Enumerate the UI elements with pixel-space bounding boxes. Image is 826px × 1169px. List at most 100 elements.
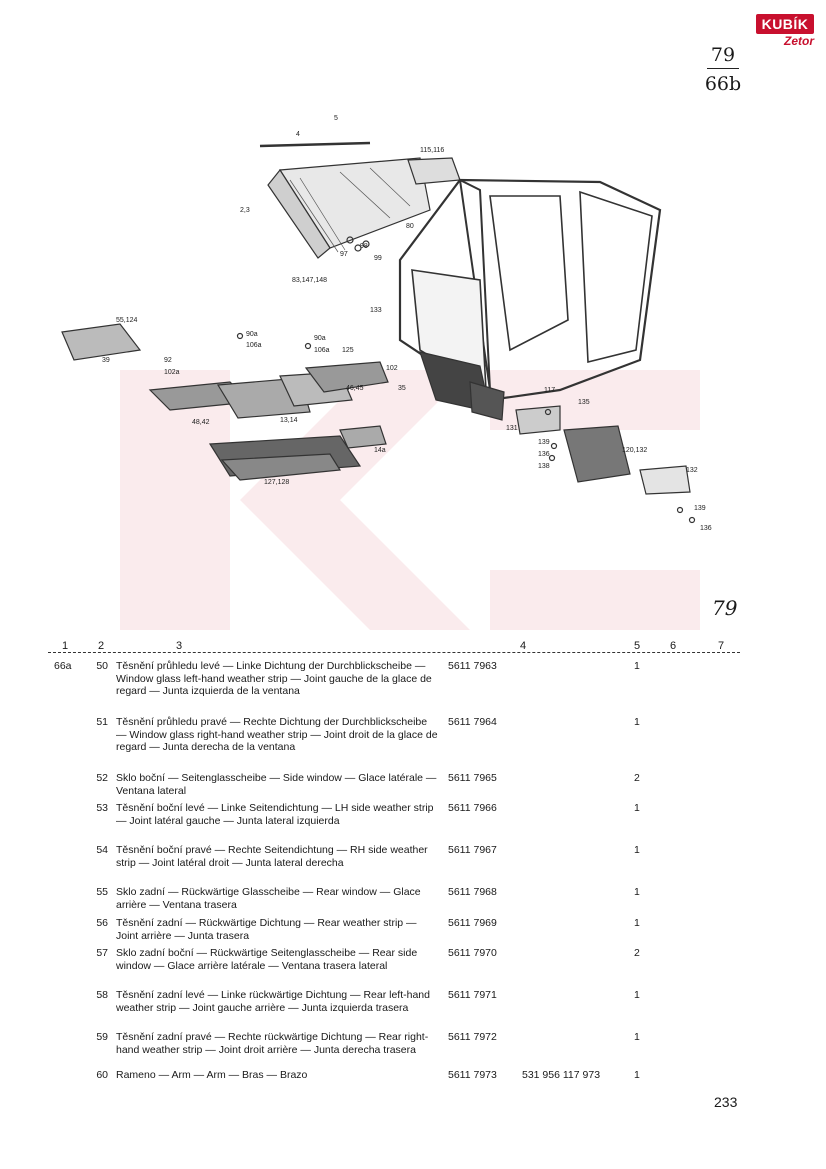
position-cell: 60 (96, 1069, 108, 1081)
quantity-cell: 1 (634, 716, 640, 728)
callout-label: 80 (406, 223, 414, 230)
table-row: 51 Těsnění průhledu pravé — Rechte Dicht… (0, 716, 826, 772)
position-cell: 57 (96, 947, 108, 959)
callout-label: 102 (386, 365, 398, 372)
figure-reference: 79 66b (698, 44, 748, 95)
quantity-cell: 1 (634, 802, 640, 814)
quantity-cell: 1 (634, 989, 640, 1001)
part-number-cell: 5611 7968 (448, 886, 497, 898)
callout-label: 35 (398, 385, 406, 392)
part-number-cell: 5611 7965 (448, 772, 497, 784)
table-row: 57 Sklo zadní boční — Rückwärtige Seiten… (0, 947, 826, 989)
column-header: 1 (62, 640, 69, 652)
callout-label: 138 (538, 463, 550, 470)
callout-label: 117 (544, 387, 555, 394)
position-cell: 54 (96, 844, 108, 856)
page-number: 233 (714, 1094, 738, 1110)
callout-label: 115,116 (420, 147, 444, 154)
callout-label: 98 (360, 243, 368, 250)
table-row: 58 Těsnění zadní levé — Linke rückwärtig… (0, 989, 826, 1031)
position-cell: 53 (96, 802, 108, 814)
table-row: 59 Těsnění zadní pravé — Rechte rückwärt… (0, 1031, 826, 1069)
description-cell: Těsnění průhledu pravé — Rechte Dichtung… (116, 716, 438, 753)
description-cell: Těsnění zadní pravé — Rechte rückwärtige… (116, 1031, 429, 1056)
position-cell: 55 (96, 886, 108, 898)
callout-label: 39 (102, 357, 110, 364)
callout-label: 139 (538, 439, 550, 446)
table-row: 52 Sklo boční — Seitenglasscheibe — Side… (0, 772, 826, 802)
part-number-cell: 5611 7964 (448, 716, 497, 728)
callout-label: 46,45 (346, 385, 364, 392)
description-cell: Sklo zadní — Rückwärtige Glasscheibe — R… (116, 886, 421, 911)
table-row: 56 Těsnění zadní — Rückwärtige Dichtung … (0, 917, 826, 947)
table-row: 60 Rameno — Arm — Arm — Bras — Brazo 561… (0, 1069, 826, 1089)
callout-label: 136 (538, 451, 550, 458)
quantity-cell: 1 (634, 1069, 640, 1081)
callout-label: 120,132 (622, 447, 647, 454)
exploded-cab-diagram: 4 5 2,3 115,116 80 83,147,148 133 90a 10… (61, 115, 712, 532)
table-row: 54 Těsnění boční pravé — Rechte Seitendi… (0, 844, 826, 886)
callout-label: 90a (246, 331, 258, 338)
callout-label: 132 (686, 467, 698, 474)
callout-label: 83,147,148 (292, 277, 327, 284)
callout-label: 106a (246, 342, 262, 349)
quantity-cell: 2 (634, 947, 640, 959)
brand-logo: KUBÍK Zetor (756, 14, 814, 48)
position-cell: 58 (96, 989, 108, 1001)
position-cell: 50 (96, 660, 108, 672)
position-cell: 56 (96, 917, 108, 929)
logo-subbrand: Zetor (784, 34, 814, 48)
callout-label: 106a (314, 347, 330, 354)
description-cell: Těsnění zadní levé — Linke rückwärtige D… (116, 989, 430, 1014)
alt-number-cell: 531 956 117 973 (522, 1069, 601, 1081)
callout-label: 139 (694, 505, 706, 512)
column-header: 2 (98, 640, 105, 652)
callout-label: 99 (374, 255, 382, 262)
group-cell: 66a (54, 660, 72, 672)
position-cell: 52 (96, 772, 108, 784)
position-cell: 59 (96, 1031, 108, 1043)
logo-wordmark: KUBÍK (756, 14, 814, 34)
callout-label: 125 (342, 347, 354, 354)
callout-label: 133 (370, 307, 382, 314)
callout-label: 97 (340, 251, 348, 258)
callout-label: 14a (374, 447, 386, 454)
ref-group: 66b (704, 73, 742, 95)
figure-number: 79 (712, 596, 738, 620)
column-header: 4 (520, 640, 527, 652)
column-header: 6 (670, 640, 677, 652)
quantity-cell: 1 (634, 917, 640, 929)
part-number-cell: 5611 7969 (448, 917, 497, 929)
table-row: 55 Sklo zadní — Rückwärtige Glasscheibe … (0, 886, 826, 917)
description-cell: Sklo zadní boční — Rückwärtige Seitengla… (116, 947, 418, 972)
quantity-cell: 1 (634, 844, 640, 856)
quantity-cell: 1 (634, 660, 640, 672)
quantity-cell: 2 (634, 772, 640, 784)
callout-label: 4 (296, 131, 300, 138)
table-row: 53 Těsnění boční levé — Linke Seitendich… (0, 802, 826, 844)
part-number-cell: 5611 7970 (448, 947, 497, 959)
callout-label: 13,14 (280, 417, 298, 424)
description-cell: Těsnění zadní — Rückwärtige Dichtung — R… (116, 917, 417, 942)
callout-label: 90a (314, 335, 326, 342)
callout-label: 2,3 (240, 207, 250, 214)
part-number-cell: 5611 7971 (448, 989, 497, 1001)
part-number-cell: 5611 7967 (448, 844, 497, 856)
callout-label: 102a (164, 369, 180, 376)
position-cell: 51 (96, 716, 108, 728)
header-divider (48, 652, 740, 653)
ref-number: 79 (706, 44, 740, 69)
callout-label: 135 (578, 399, 590, 406)
description-cell: Těsnění průhledu levé — Linke Dichtung d… (116, 660, 432, 697)
part-number-cell: 5611 7973 (448, 1069, 497, 1081)
column-header: 5 (634, 640, 641, 652)
callout-label: 92 (164, 357, 172, 364)
description-cell: Sklo boční — Seitenglasscheibe — Side wi… (116, 772, 437, 797)
quantity-cell: 1 (634, 1031, 640, 1043)
quantity-cell: 1 (634, 886, 640, 898)
part-number-cell: 5611 7963 (448, 660, 497, 672)
parts-list: 66a 50 Těsnění průhledu levé — Linke Dic… (0, 660, 826, 1089)
column-header: 3 (176, 640, 183, 652)
callout-label: 55,124 (116, 317, 138, 324)
table-row: 66a 50 Těsnění průhledu levé — Linke Dic… (0, 660, 826, 716)
